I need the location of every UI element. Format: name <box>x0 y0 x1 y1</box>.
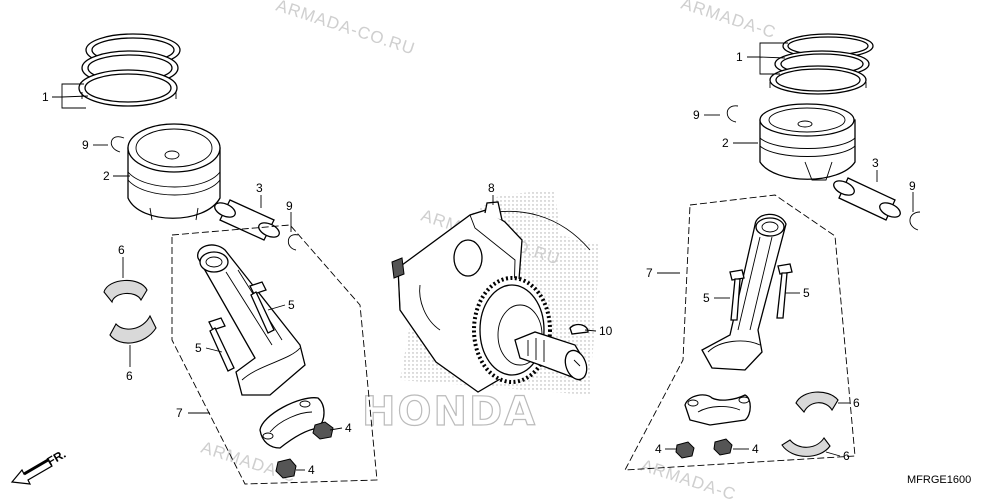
callout-left-bolt-upper: 5 <box>288 298 295 312</box>
callout-left-pin-clip: 9 <box>286 199 293 213</box>
watermark: ARMADA-C <box>679 0 779 42</box>
callout-left-nut-lower: 4 <box>308 463 315 477</box>
bearing-lower-left <box>109 314 157 344</box>
bearing-upper-right <box>795 391 839 413</box>
crankshaft <box>391 201 588 393</box>
watermark: ARMADA-CO.RU <box>274 0 418 59</box>
piston-pin-right <box>833 177 901 221</box>
callout-right-bearing-upper: 6 <box>853 396 860 410</box>
callout-crankshaft: 8 <box>488 181 495 195</box>
front-direction-arrow: FR. <box>10 447 68 485</box>
rod-bolt-right-a <box>729 269 745 321</box>
callout-right-bearing-lower: 6 <box>843 449 850 463</box>
honda-logo-text: HONDA <box>362 389 537 435</box>
rod-bolt-lower-left <box>208 317 235 372</box>
callout-labels: 1 9 2 3 9 6 6 5 5 7 4 4 8 10 1 9 2 3 9 7… <box>42 50 916 477</box>
callout-left-clip: 9 <box>82 138 89 152</box>
callout-key: 10 <box>599 324 613 338</box>
piston-right <box>759 103 856 181</box>
callout-left-pin: 3 <box>256 181 263 195</box>
callout-left-piston: 2 <box>103 169 110 183</box>
piston-rings-right <box>769 33 874 95</box>
rod-bolt-right-b <box>776 263 793 319</box>
callout-right-rod-group: 7 <box>646 266 653 280</box>
rod-nut-right-b <box>713 438 733 456</box>
rod-bolt-upper-left <box>249 281 275 334</box>
callout-left-rod-group: 7 <box>176 406 183 420</box>
watermark: ARMADA-C <box>639 456 739 500</box>
rod-nut-upper-left <box>312 421 334 440</box>
group-outline-right <box>624 194 856 471</box>
callout-left-bearing-upper: 6 <box>118 243 125 257</box>
group-outline-left <box>171 224 378 485</box>
rod-cap-left <box>259 397 325 449</box>
bearing-lower-right <box>781 437 831 457</box>
crank-key <box>569 323 589 335</box>
piston-pin-clip-left <box>110 136 125 153</box>
piston-rings-left <box>78 33 181 107</box>
rod-cap-right <box>684 394 751 426</box>
rod-nut-right-a <box>675 441 695 459</box>
callout-right-pin-clip: 9 <box>909 179 916 193</box>
rod-nut-lower-left <box>275 458 297 479</box>
callout-left-bolt-lower: 5 <box>195 341 202 355</box>
pin-clip-left <box>287 234 299 251</box>
piston-left <box>127 123 221 221</box>
connecting-rod-right <box>701 213 787 371</box>
callout-right-nut-right: 4 <box>752 442 759 456</box>
leader-lines <box>52 42 914 471</box>
piston-pin-clip-right <box>726 105 739 123</box>
callout-right-bolt-right: 5 <box>803 286 810 300</box>
callout-right-clip: 9 <box>693 108 700 122</box>
callout-right-pin: 3 <box>872 156 879 170</box>
callout-right-piston: 2 <box>722 136 729 150</box>
bearing-upper-left <box>103 279 148 304</box>
diagram-code: MFRGE1600 <box>907 474 971 486</box>
callout-left-bearing-lower: 6 <box>126 369 133 383</box>
pin-clip-right <box>909 211 921 231</box>
piston-pin-left <box>214 199 280 241</box>
callout-right-bolt-left: 5 <box>703 291 710 305</box>
callout-left-nut-upper: 4 <box>345 421 352 435</box>
callout-left-rings: 1 <box>42 90 49 104</box>
callout-right-nut-left: 4 <box>655 442 662 456</box>
callout-right-rings: 1 <box>736 50 743 64</box>
